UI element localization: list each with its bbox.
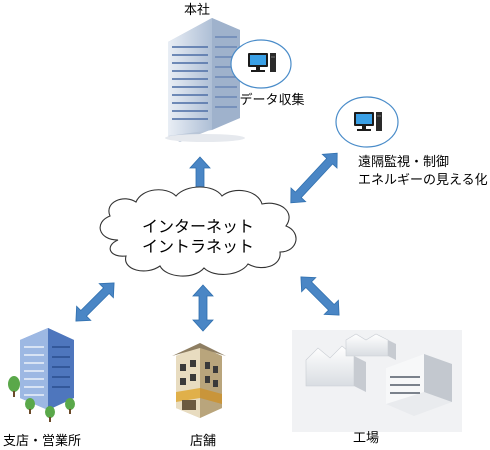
network-label-line2: イントラネット (142, 237, 254, 256)
factory-network-double-arrow-icon (300, 276, 340, 316)
remote-monitoring-label-line2: エネルギーの見える化 (358, 173, 488, 188)
store-building-icon (172, 343, 226, 418)
branch-label: 支店・営業所 (3, 433, 81, 449)
branch-building-icon (8, 328, 75, 422)
factory-label: 工場 (353, 431, 379, 446)
remote-network-double-arrow-icon (290, 152, 338, 204)
remote-monitoring-label-line1: 遠隔監視・制御 (358, 154, 449, 170)
data-collection-label: データ収集 (239, 92, 304, 108)
store-network-double-arrow-icon (192, 284, 214, 332)
network-cloud-icon (99, 186, 297, 277)
network-label-line1: インターネット (142, 217, 254, 236)
branch-network-double-arrow-icon (75, 282, 115, 322)
hq-label: 本社 (184, 2, 210, 18)
factory-building-icon (292, 330, 462, 432)
store-label: 店舗 (190, 434, 216, 449)
data-collection-computer-icon (230, 39, 292, 89)
hq-building-icon (165, 18, 245, 142)
remote-monitoring-computer-icon (335, 96, 399, 148)
